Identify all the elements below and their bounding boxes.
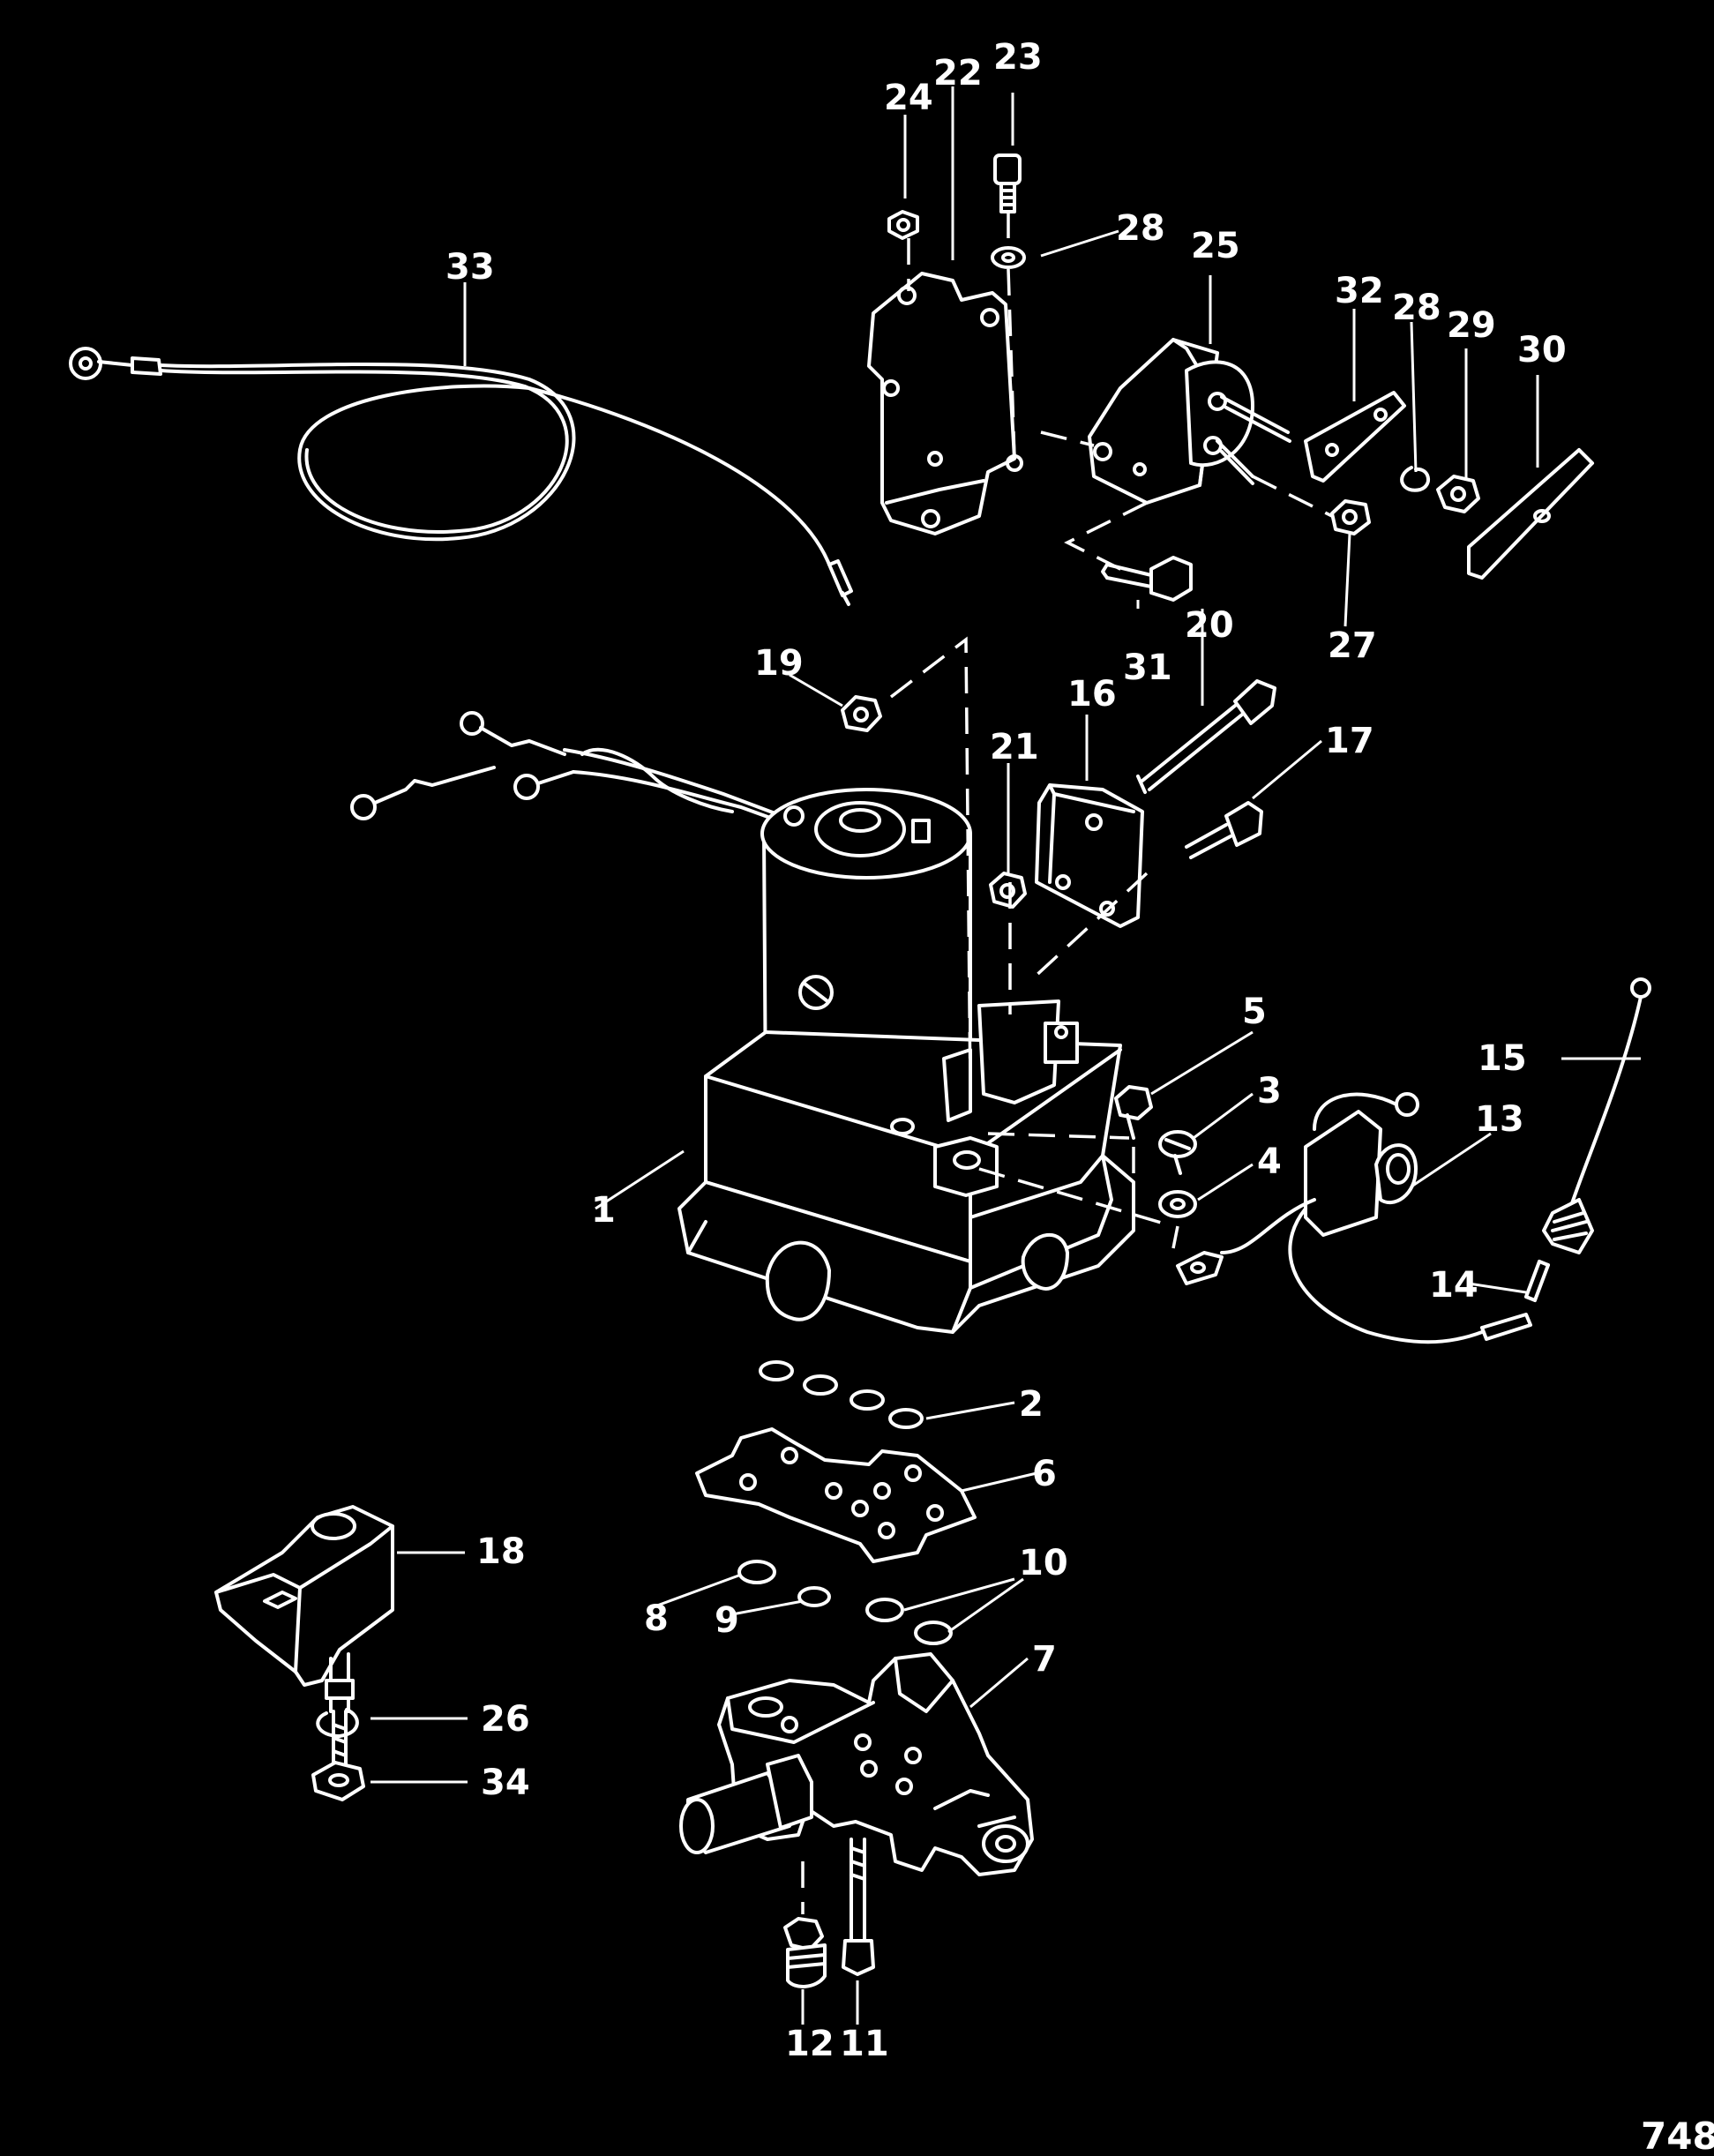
callout-label: 23 [993,37,1043,78]
callout-label: 25 [1191,226,1240,266]
part-16-bracket [1035,783,1144,928]
callout-label: 15 [1478,1038,1527,1079]
callout-label: 26 [481,1699,530,1740]
part-17-bolt [1185,801,1263,859]
part-23-screw [993,153,1022,213]
callout-label: 30 [1517,330,1567,371]
callout-labels: 1 2 3 4 5 6 7 8 9 10 11 12 13 14 15 16 1… [445,37,1567,2064]
callout-label: 3 [1257,1071,1282,1112]
callout-label: 9 [715,1600,739,1641]
part-19-nut [841,695,882,732]
part-28-lockwasher [1400,466,1430,492]
callout-label: 19 [754,643,804,684]
part-3-screw [1158,1130,1197,1175]
part-12-plug [783,1917,827,1988]
callout-label: 31 [1123,648,1172,688]
assembly-lines [801,212,1333,1914]
part-14-fuse [1524,1260,1550,1302]
callout-label: 1 [591,1190,616,1231]
leader-lines [370,86,1641,2025]
callout-label: 33 [445,247,495,288]
callout-label: 18 [476,1531,526,1572]
callout-label: 14 [1429,1265,1478,1306]
part-22-bracket [867,272,1023,535]
callout-label: 17 [1325,721,1374,761]
callout-label: 4 [1257,1142,1282,1182]
callout-label: 29 [1447,305,1496,346]
part-26-lockwasher [316,1708,359,1738]
callout-label: 8 [644,1598,669,1639]
part-7-valve-body [679,1652,1034,1876]
callout-label: 21 [990,727,1039,767]
callout-label: 24 [884,78,933,118]
part-9-ring [797,1586,831,1607]
callout-label: 16 [1067,674,1117,715]
callout-label: 2 [1019,1384,1044,1425]
figure-number: 7488 [1641,2115,1714,2156]
part-33-cable [69,347,853,606]
part-4-washer [1158,1190,1197,1218]
part-13-sender [1176,1092,1532,1344]
callout-label: 11 [840,2024,889,2064]
part-30-boot [1467,448,1594,580]
part-8-ring [737,1560,776,1584]
part-11-screw [842,1838,875,1976]
part-18-terminal [214,1505,394,1770]
part-1-pump-motor [350,711,1135,1334]
part-24-nut [887,210,919,240]
callout-label: 28 [1116,208,1165,249]
part-5-screw [1114,1085,1153,1140]
part-27-nut [1330,499,1371,535]
callout-label: 34 [481,1763,530,1803]
callout-label: 5 [1242,992,1267,1032]
part-15-fuselead [1542,977,1651,1254]
callout-label: 12 [785,2024,835,2064]
callout-label: 7 [1032,1639,1057,1680]
part-25-solenoid [1088,338,1291,505]
callout-label: 10 [1019,1543,1068,1583]
part-28-washer-top [991,246,1026,269]
callout-label: 27 [1328,625,1377,666]
part-29-nut [1436,475,1480,513]
part-32-plate [1304,391,1406,483]
part-31-bolt [1101,556,1193,602]
part-34-nut [311,1761,365,1801]
callout-label: 32 [1335,271,1384,311]
callout-label: 20 [1185,605,1234,646]
part-6-gasket [695,1427,977,1563]
part-21-nut [989,872,1027,909]
callout-label: 6 [1032,1454,1057,1494]
part-2-orings [759,1360,924,1429]
part-10-rings [865,1598,953,1645]
callout-label: 28 [1392,288,1441,328]
callout-label: 22 [933,53,983,94]
callout-label: 13 [1475,1099,1524,1140]
part-20-longbolt [1136,679,1276,794]
